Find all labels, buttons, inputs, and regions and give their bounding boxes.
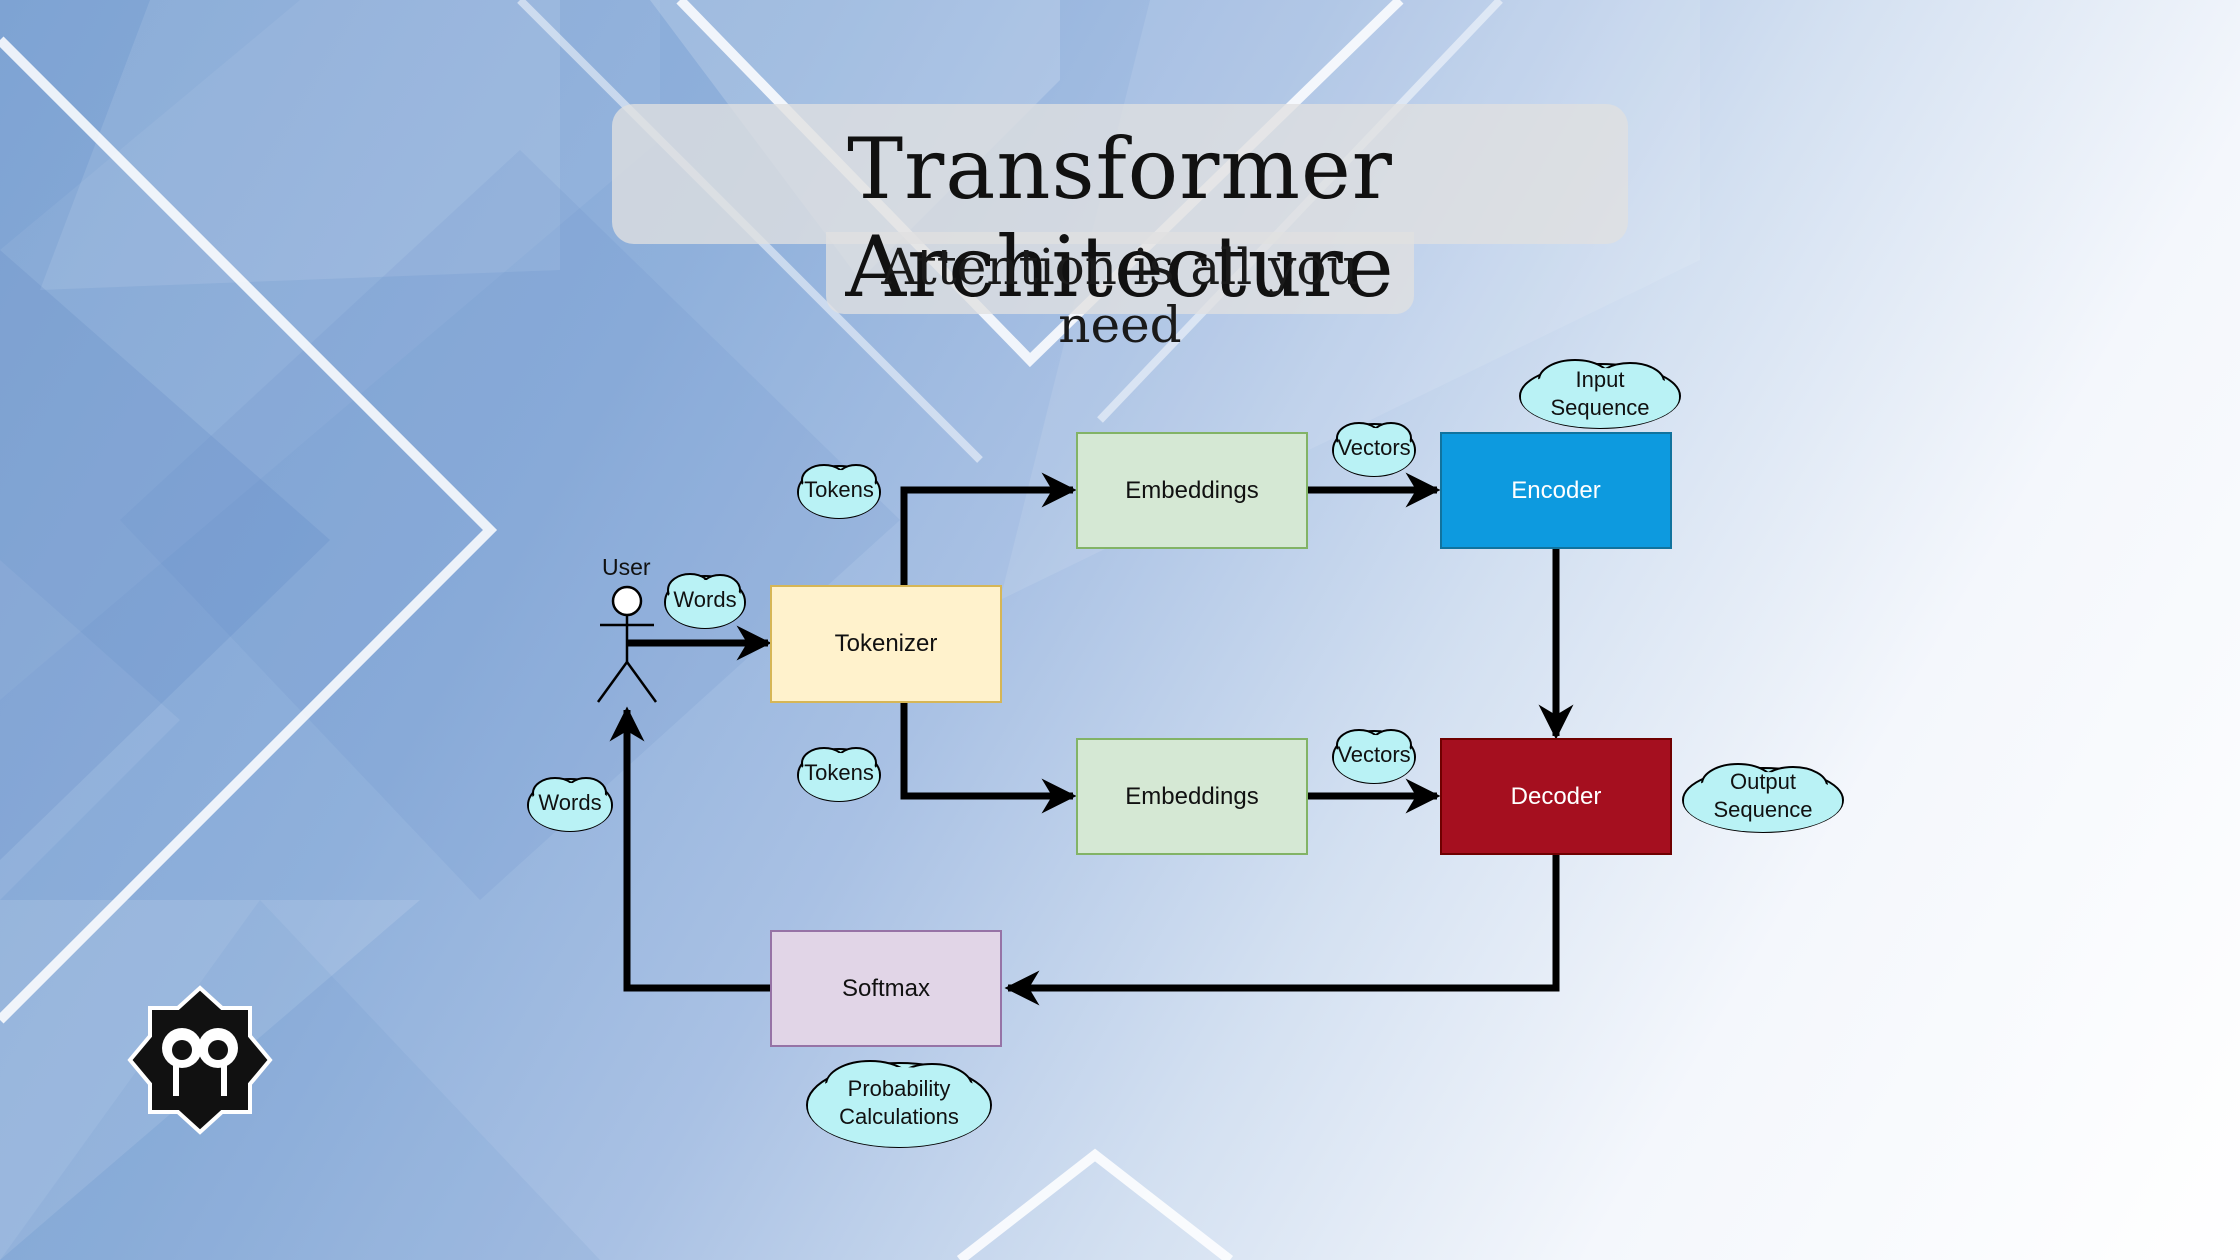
cloud-vectors-top <box>1332 422 1416 477</box>
embeddings-bottom-node: Embeddings <box>1076 738 1308 855</box>
arrow-tokenizer-to-embeddings-top <box>900 472 1077 585</box>
arrow-tokenizer-to-embeddings-bottom <box>900 703 1077 814</box>
cloud-probability-label: Probability Calculations <box>799 1075 999 1131</box>
cloud-words-out <box>527 777 613 832</box>
encoder-node: Encoder <box>1440 432 1672 549</box>
cloud-output-sequence-label: Output Sequence <box>1683 768 1843 824</box>
embeddings-top-label: Embeddings <box>1125 476 1259 504</box>
user-actor-icon <box>596 585 658 703</box>
cloud-input-sequence-label: Input Sequence <box>1520 366 1680 422</box>
cloud-words-in-label: Words <box>673 587 737 612</box>
arrow-decoder-to-softmax <box>1004 855 1560 1006</box>
cloud-vectors-top-label: Vectors <box>1337 435 1411 460</box>
output-sequence-line-1: Output <box>1729 769 1797 794</box>
cloud-tokens-top-label: Tokens <box>804 477 874 502</box>
cloud-output-sequence <box>1682 763 1844 833</box>
softmax-node: Softmax <box>770 930 1002 1047</box>
cloud-words-in <box>664 573 746 629</box>
encoder-label: Encoder <box>1511 476 1601 504</box>
arrow-softmax-to-user <box>609 706 771 992</box>
embeddings-bottom-label: Embeddings <box>1125 782 1259 810</box>
cloud-tokens-bottom <box>797 747 881 802</box>
probability-line-2: Calculations <box>839 1104 959 1129</box>
cloud-words-out-label: Words <box>538 790 602 815</box>
cloud-tokens-bottom-label: Tokens <box>804 760 874 785</box>
owl-face-badge-icon <box>127 985 273 1135</box>
page-title: Transformer Architecture <box>845 120 1395 316</box>
input-sequence-line-2: Sequence <box>1550 395 1650 420</box>
page-subtitle: Attention is all you need <box>881 238 1359 354</box>
input-sequence-line-1: Input <box>1575 367 1625 392</box>
output-sequence-line-2: Sequence <box>1713 797 1813 822</box>
cloud-vectors-bottom <box>1332 729 1416 784</box>
cloud-input-sequence <box>1519 359 1681 429</box>
cloud-tokens-top <box>797 464 881 519</box>
tokenizer-label: Tokenizer <box>834 630 938 657</box>
cloud-probability-calculations <box>806 1060 992 1148</box>
probability-line-1: Probability <box>847 1076 951 1101</box>
softmax-label: Softmax <box>841 974 931 1002</box>
subtitle-panel <box>826 232 1414 314</box>
embeddings-top-node: Embeddings <box>1076 432 1308 549</box>
cloud-vectors-bottom-label: Vectors <box>1337 742 1411 767</box>
decoder-node: Decoder <box>1440 738 1672 855</box>
tokenizer-node: Tokenizer <box>770 585 1002 703</box>
decoder-label: Decoder <box>1510 782 1602 810</box>
title-panel <box>612 104 1628 244</box>
user-label: User <box>602 554 651 580</box>
